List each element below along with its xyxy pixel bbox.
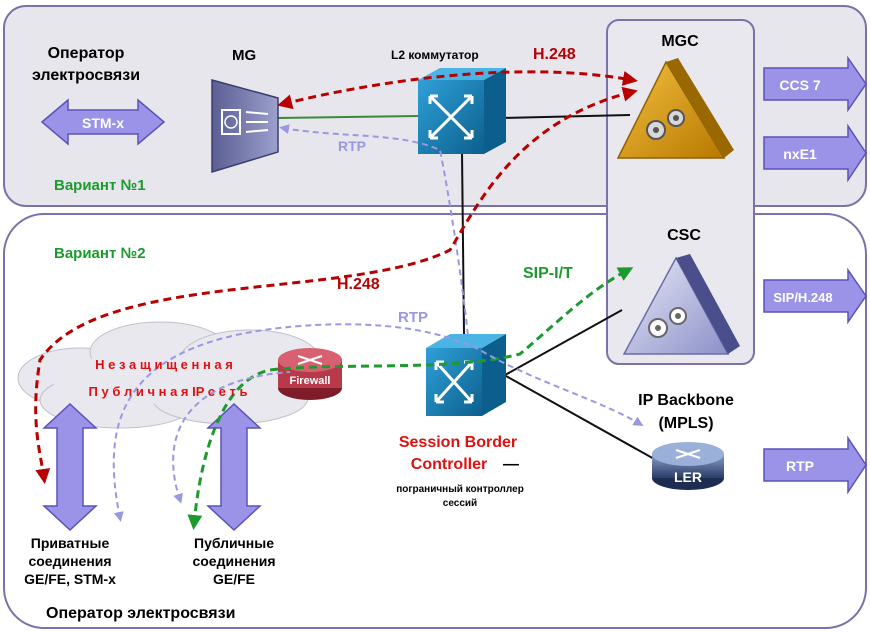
nxe1-arrow-label: nxE1 <box>783 146 817 162</box>
rtp-label-v1: RTP <box>338 138 366 154</box>
mgc-icon <box>616 58 734 159</box>
rtp-path-public <box>172 371 291 504</box>
ccs7-arrow-label: CCS 7 <box>779 77 820 93</box>
sbc-title-line1: Session Border <box>399 434 517 451</box>
h248-label-v2: H.248 <box>337 276 380 293</box>
firewall-icon <box>278 348 342 400</box>
sip-label: SIP-I/T <box>523 265 573 282</box>
sbc-subtitle-line1: пограничный контроллер <box>396 484 524 495</box>
nxe1-arrow <box>763 123 867 183</box>
mg-label: MG <box>232 47 256 64</box>
ler-router-icon <box>652 442 724 490</box>
stm-arrow-label: STM-x <box>82 115 124 131</box>
public-conn-line3: GE/FE <box>213 571 255 587</box>
firewall-label: Firewall <box>290 375 331 387</box>
backbone-label-line1: IP Backbone <box>638 392 734 409</box>
operator-label-line1: Оператор <box>48 45 125 62</box>
operator-bottom-label: Оператор электросвязи <box>46 605 235 622</box>
operator-label-line2: электросвязи <box>32 67 140 84</box>
l2-switch-label: L2 коммутатор <box>391 48 479 62</box>
rtp-label-v2: RTP <box>398 309 428 326</box>
sbc-subtitle-line2: сессий <box>443 498 477 509</box>
variant1-label: Вариант №1 <box>54 177 146 194</box>
sbc-title-line2: Controller <box>411 456 487 473</box>
sip-h248-arrow-label: SIP/H.248 <box>773 290 832 305</box>
backbone-label-line2: (MPLS) <box>658 415 713 432</box>
public-conn-line1: Публичные <box>194 535 274 551</box>
rtp-arrow-label: RTP <box>786 458 814 474</box>
private-conn-line1: Приватные <box>31 535 110 551</box>
mgc-label: MGC <box>661 33 699 50</box>
sbc-dash: — <box>503 456 519 473</box>
cloud-label-line1: Н е з а щ и щ е н н а я <box>95 357 233 372</box>
h248-label-v1: H.248 <box>533 46 576 63</box>
public-conn-line2: соединения <box>192 553 275 569</box>
csc-icon <box>622 254 740 355</box>
cloud-label-line2: П у б л и ч н а я IP с е т ь <box>89 384 248 399</box>
sip-h248-arrow <box>763 267 867 325</box>
ccs7-arrow <box>763 55 867 113</box>
sbc-switch-icon <box>426 334 506 416</box>
variant2-label: Вариант №2 <box>54 245 146 262</box>
private-conn-line2: соединения <box>28 553 111 569</box>
ler-label: LER <box>674 469 702 485</box>
private-conn-line3: GE/FE, STM-x <box>24 571 116 587</box>
rtp-arrow <box>763 435 867 495</box>
csc-label: CSC <box>667 227 701 244</box>
l2-switch-icon <box>418 68 506 154</box>
